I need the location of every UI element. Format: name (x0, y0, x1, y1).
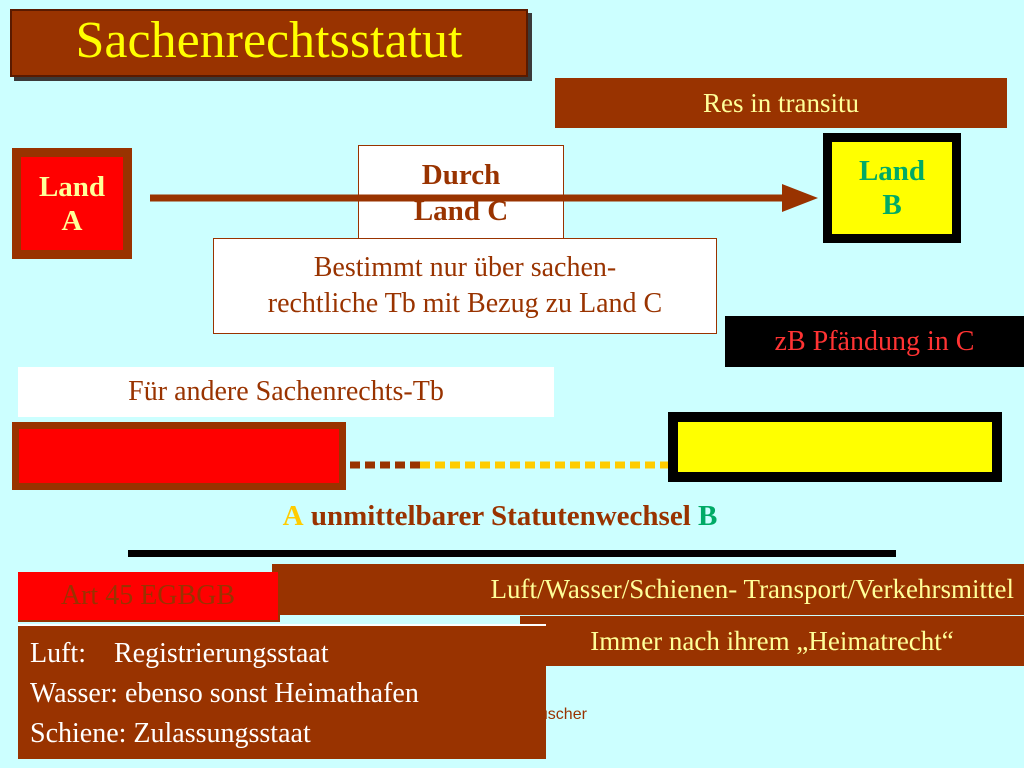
divider-line (128, 550, 896, 557)
bestimmt-line-1: Bestimmt nur über sachen- (313, 252, 617, 283)
land-b-label: Land (858, 155, 926, 187)
bestimmt-line-2: rechtliche Tb mit Bezug zu Land C (267, 288, 663, 319)
land-b-bar (668, 412, 1002, 482)
statutenwechsel-caption: A unmittelbarer Statutenwechsel B (0, 498, 1000, 534)
transport-banner: Luft/Wasser/Schienen- Transport/Verkehrs… (272, 564, 1024, 615)
land-a-label: Land (38, 170, 106, 203)
art45-label: Art 45 EGBGB (18, 572, 280, 622)
dotted-connector (350, 461, 668, 469)
schiene-row: Schiene: Zulassungsstaat (30, 718, 311, 749)
land-a-bar (12, 422, 346, 490)
wasser-row: Wasser: ebenso sonst Heimathafen (30, 678, 419, 709)
durch-label: Durch (421, 158, 501, 191)
caption-a: A (282, 499, 304, 532)
luft-label: Luft: (30, 638, 86, 669)
andere-sachenrechts-box: Für andere Sachenrechts-Tb (18, 367, 554, 417)
land-a-box: Land A (12, 148, 132, 259)
luft-row: Luft: Registrierungsstaat (30, 634, 546, 674)
land-b-letter: B (882, 189, 902, 221)
land-a-letter: A (61, 204, 83, 237)
transit-arrow-icon (150, 184, 818, 212)
bestimmt-box: Bestimmt nur über sachen- rechtliche Tb … (213, 238, 717, 334)
pfaendung-banner: zB Pfändung in C (725, 316, 1024, 367)
land-b-box: Land B (823, 133, 961, 243)
res-transitu-banner: Res in transitu (555, 78, 1007, 128)
transport-details-box: Luft: Registrierungsstaat Wasser: ebenso … (18, 624, 546, 759)
caption-text: unmittelbarer Statutenwechsel (303, 499, 699, 532)
luft-value: Registrierungsstaat (114, 638, 329, 669)
heimatrecht-banner: Immer nach ihrem „Heimatrecht“ (520, 616, 1024, 666)
durch-land-c-box: Durch Land C (358, 145, 564, 240)
caption-b: B (698, 499, 718, 532)
slide-title: Sachenrechtsstatut (75, 12, 463, 69)
title-box: Sachenrechtsstatut (10, 9, 528, 77)
